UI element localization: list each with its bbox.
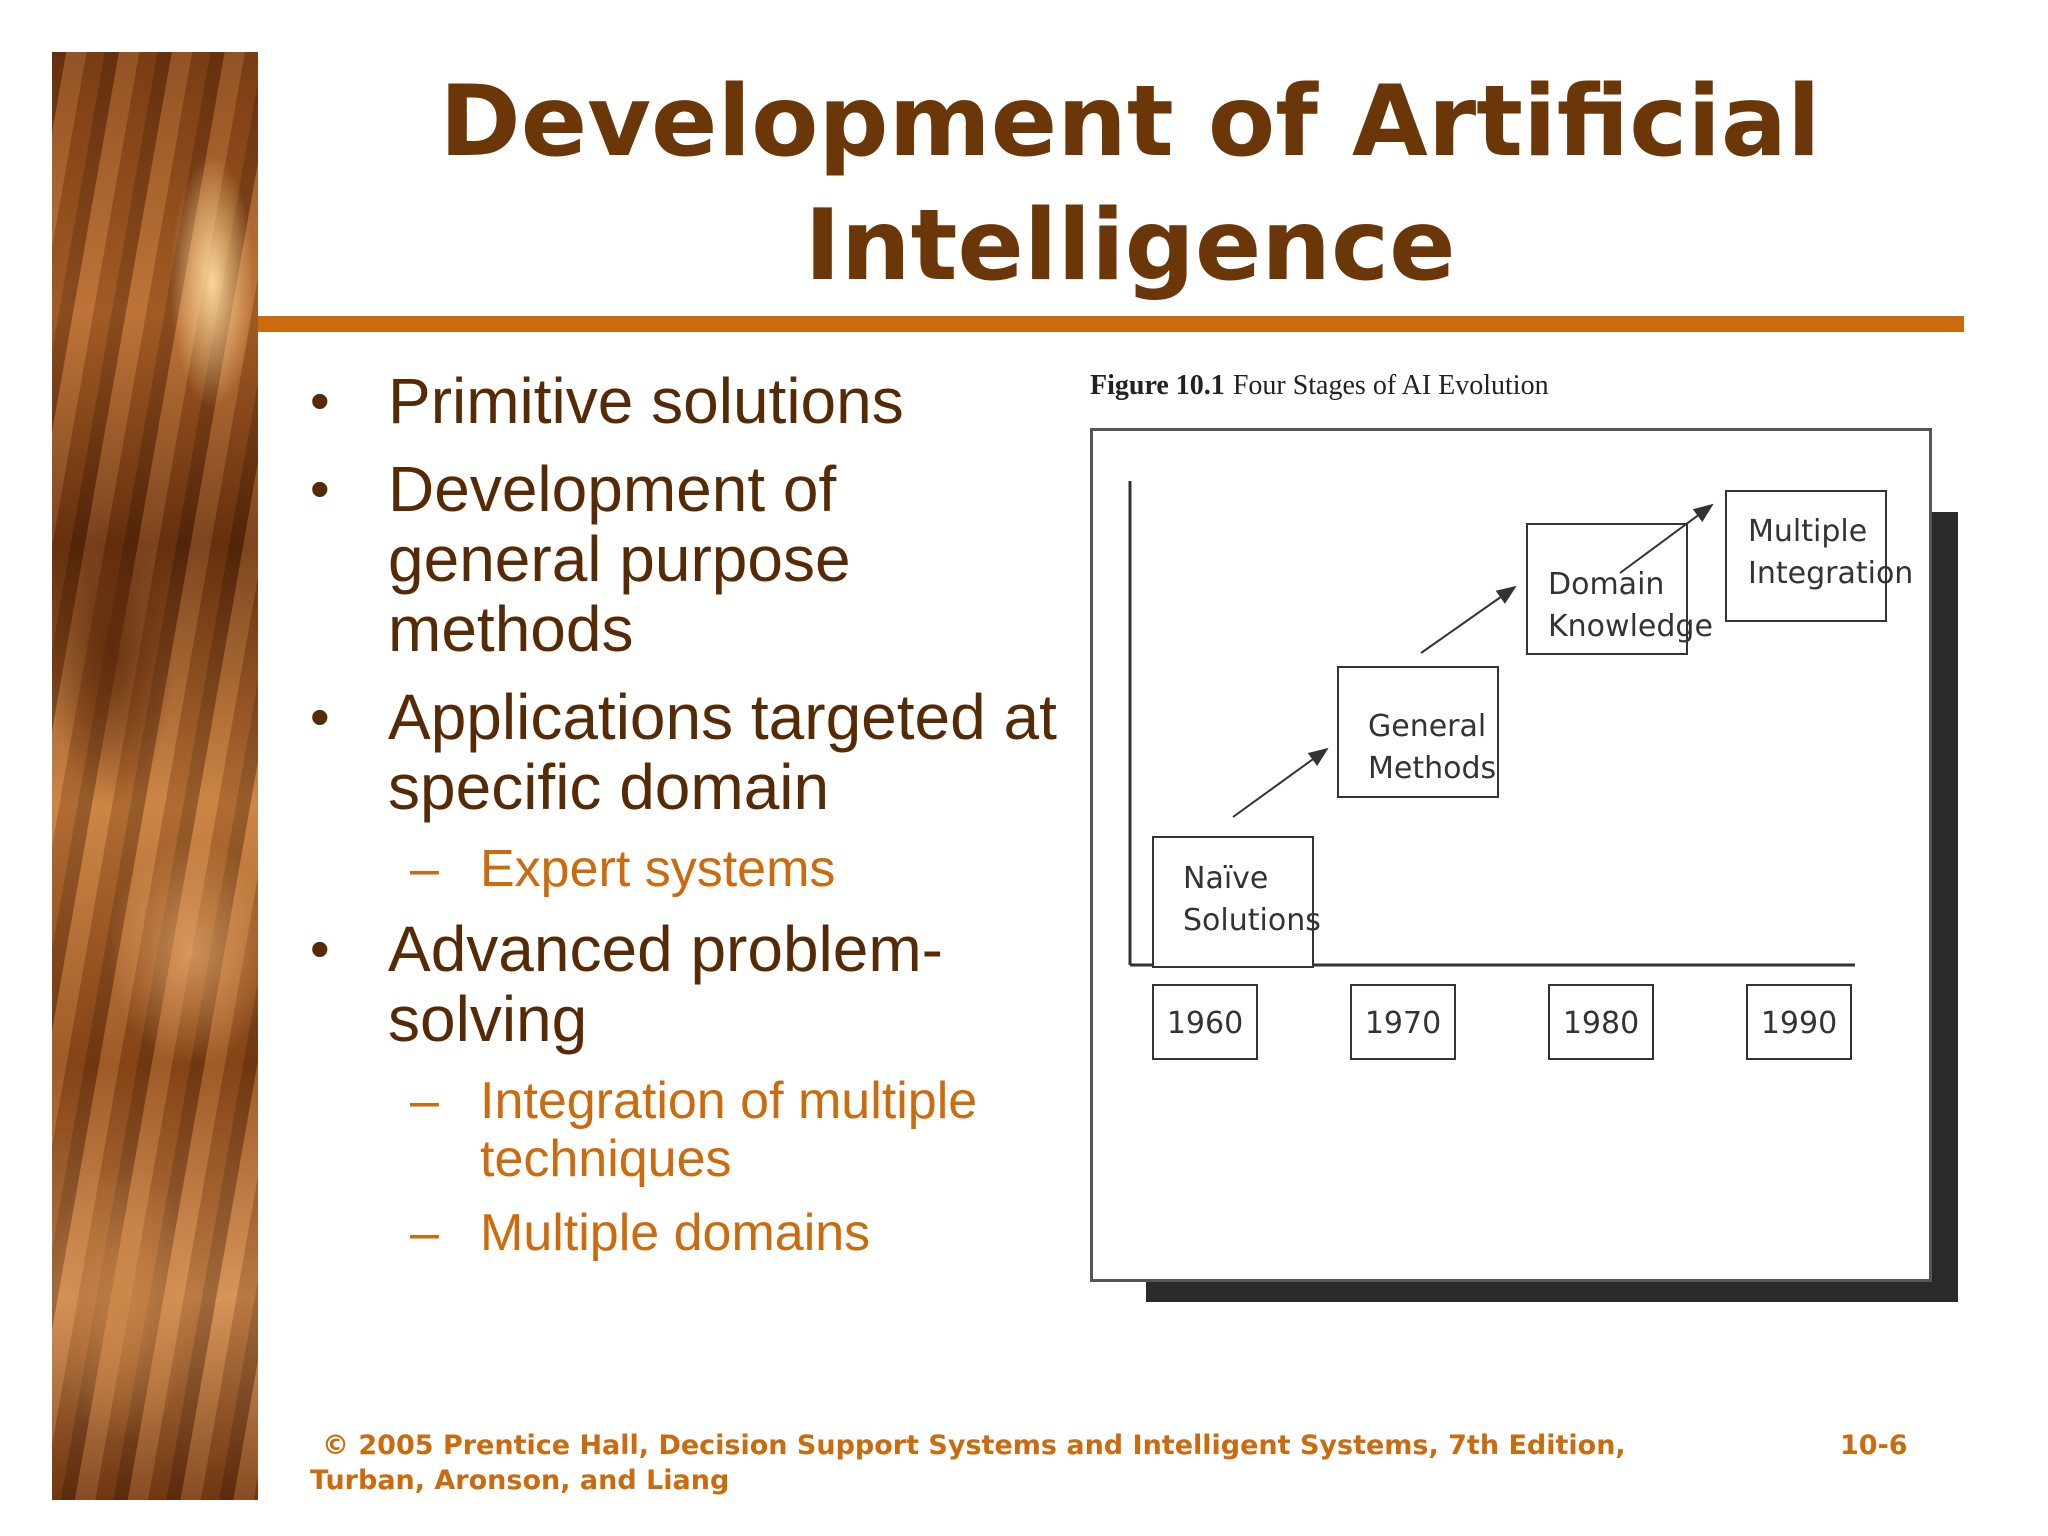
figure-panel: Naïve Solutions General Methods Domain K… (1090, 428, 1932, 1282)
slide-number: 10-6 (1840, 1430, 1908, 1461)
sub-bullet-item: – Multiple domains (300, 1204, 1060, 1262)
year-label: 1970 (1365, 1006, 1441, 1041)
year-box-1980: 1980 (1548, 984, 1654, 1060)
stage-label-line1: Domain (1548, 567, 1664, 602)
sub-bullet-text: Multiple domains (480, 1204, 871, 1262)
bullet-item: • Advanced problem-solving (300, 914, 1060, 1054)
stage-box-general-methods: General Methods (1337, 666, 1499, 798)
slide-title: Development of Artificial Intelligence (300, 60, 1960, 308)
title-line-1: Development of Artificial (439, 65, 1821, 179)
bullet-mark: • (310, 917, 330, 980)
sub-bullet-item: – Integration of multiple techniques (300, 1072, 1060, 1188)
stage-label-line2: Knowledge (1548, 609, 1713, 644)
footer-line-1: © 2005 Prentice Hall, Decision Support S… (322, 1430, 1626, 1461)
stage-box-naive-solutions: Naïve Solutions (1152, 836, 1321, 968)
sub-bullet-mark: – (410, 1072, 439, 1130)
bullet-item: • Primitive solutions (300, 366, 1060, 436)
figure-caption-text: Four Stages of AI Evolution (1232, 370, 1549, 401)
bullet-item: • Applications targeted at specific doma… (300, 682, 1060, 822)
stage-label-line1: Multiple (1748, 514, 1867, 549)
stage-label-line2: Integration (1748, 556, 1913, 591)
stage-arrow (1232, 747, 1329, 818)
sub-bullet-item: – Expert systems (300, 840, 1060, 898)
footer-line-2: Turban, Aronson, and Liang (310, 1465, 730, 1496)
year-label: 1960 (1167, 1006, 1243, 1041)
stage-label-line2: Methods (1368, 751, 1496, 786)
bullet-mark: • (310, 369, 330, 432)
stage-arrow (1619, 503, 1714, 574)
sub-bullet-mark: – (410, 840, 439, 898)
stage-arrow (1420, 585, 1517, 654)
stage-box-multiple-integration: Multiple Integration (1725, 490, 1913, 622)
year-box-1990: 1990 (1746, 984, 1852, 1060)
stage-box-domain-knowledge: Domain Knowledge (1526, 523, 1713, 655)
bullet-text: Applications targeted at specific domain (388, 681, 1057, 823)
footer-citation: © 2005 Prentice Hall, Decision Support S… (310, 1428, 1670, 1498)
year-box-1970: 1970 (1350, 984, 1456, 1060)
sub-bullet-mark: – (410, 1204, 439, 1262)
stage-label-line1: General (1368, 709, 1486, 744)
bullet-mark: • (310, 457, 330, 520)
sub-bullet-text: Integration of multiple techniques (480, 1072, 978, 1188)
title-line-2: Intelligence (804, 189, 1456, 303)
figure-label: Figure 10.1 (1090, 370, 1225, 401)
bullet-text: Advanced problem-solving (388, 913, 943, 1055)
year-label: 1980 (1563, 1006, 1639, 1041)
year-box-1960: 1960 (1152, 984, 1258, 1060)
sub-bullet-text: Expert systems (480, 840, 836, 898)
bullet-item: • Development of general purpose methods (300, 454, 1060, 664)
decorative-wood-strip (52, 52, 258, 1500)
year-label: 1990 (1761, 1006, 1837, 1041)
bullet-text: Development of general purpose methods (388, 453, 851, 665)
stage-label-line1: Naïve (1183, 861, 1268, 896)
title-divider (258, 316, 1964, 332)
bullet-list: • Primitive solutions • Development of g… (300, 366, 1060, 1278)
bullet-mark: • (310, 685, 330, 748)
bullet-text: Primitive solutions (388, 365, 904, 437)
stages-diagram: Naïve Solutions General Methods Domain K… (1128, 481, 1913, 1060)
stage-label-line2: Solutions (1183, 903, 1321, 938)
